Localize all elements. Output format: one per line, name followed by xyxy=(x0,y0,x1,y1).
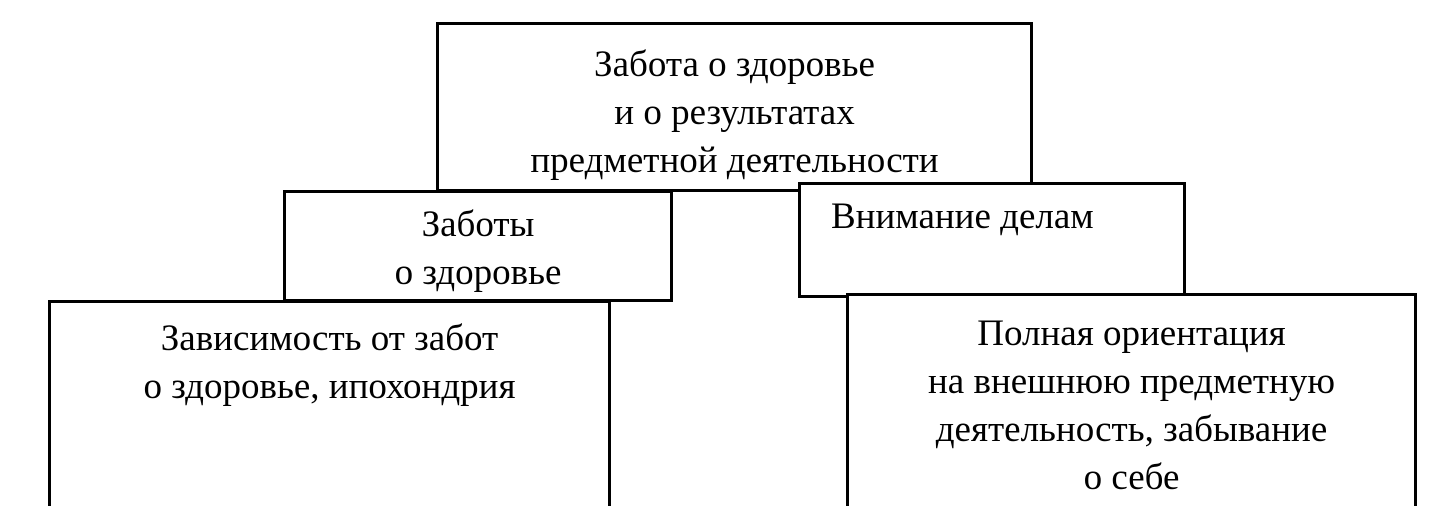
bottom-right-box-line-3: деятельность, забывание xyxy=(935,409,1328,450)
mid-right-box-attention-to-affairs: Внимание делам xyxy=(798,182,1186,298)
bottom-right-box-line-4: о себе xyxy=(1083,457,1180,498)
bottom-left-box-line-1: Зависимость от забот xyxy=(160,318,499,359)
bottom-left-box-line-2: о здоровье, ипохондрия xyxy=(143,366,516,407)
bottom-left-box-hypochondria: Зависимость от забот о здоровье, ипохонд… xyxy=(48,300,611,506)
top-box-line-1: Забота о здоровье xyxy=(594,44,875,85)
bottom-right-box-line-1: Полная ориентация xyxy=(977,313,1286,354)
top-box-line-3: предметной деятельности xyxy=(530,140,939,181)
bottom-right-box-external-orientation: Полная ориентация на внешнюю предметную … xyxy=(846,293,1417,506)
mid-left-box-line-1: Заботы xyxy=(421,204,535,245)
mid-left-box-line-2: о здоровье xyxy=(394,252,562,293)
bottom-right-box-line-2: на внешнюю предметную xyxy=(928,361,1335,402)
mid-right-box-line-1: Внимание делам xyxy=(831,196,1094,237)
top-box-line-2: и о результатах xyxy=(614,92,855,133)
top-box-health-and-results-care: Забота о здоровье и о результатах предме… xyxy=(436,22,1033,192)
mid-left-box-health-cares: Заботы о здоровье xyxy=(283,190,673,302)
